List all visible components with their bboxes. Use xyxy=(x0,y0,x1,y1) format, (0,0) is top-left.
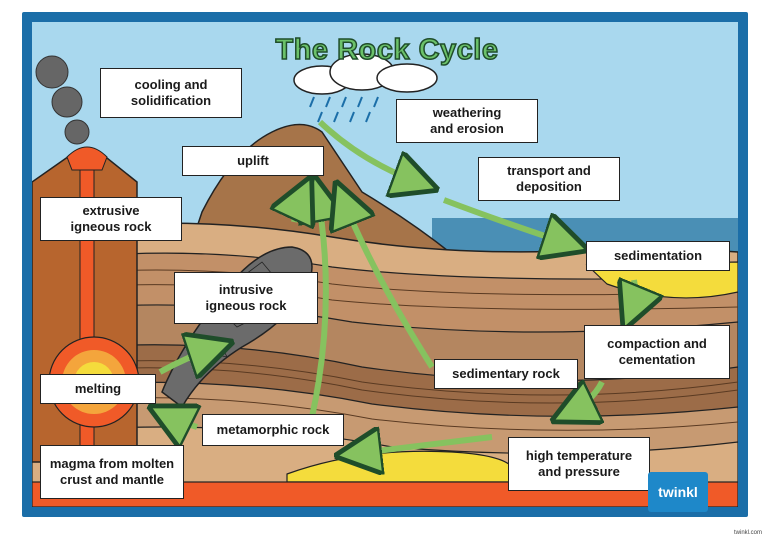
label-transport-and-deposition: transport and deposition xyxy=(478,157,620,201)
brand-logo-text: twinkl xyxy=(658,484,698,500)
brand-logo: twinkl xyxy=(648,472,708,512)
volcano-smoke xyxy=(35,55,90,145)
rain xyxy=(309,96,379,123)
label-high-temperature-and-pressure: high temperature and pressure xyxy=(508,437,650,491)
arrow-uplift-3 xyxy=(294,192,304,222)
arrow-intrusive xyxy=(158,347,217,372)
arrow-transport xyxy=(442,197,572,245)
label-weathering-and-erosion: weathering and erosion xyxy=(396,99,538,143)
arrow-melting xyxy=(164,414,197,427)
label-metamorphic-rock: metamorphic rock xyxy=(202,414,344,446)
label-sedimentation: sedimentation xyxy=(586,241,730,271)
arrow-uplift-2 xyxy=(342,197,435,369)
cycle-arrows xyxy=(158,119,635,454)
label-sedimentary-rock: sedimentary rock xyxy=(434,359,578,389)
arrow-compaction xyxy=(567,382,605,414)
label-magma: magma from molten crust and mantle xyxy=(40,445,184,499)
arrow-weathering xyxy=(317,119,422,184)
label-extrusive-igneous-rock: extrusive igneous rock xyxy=(40,197,182,241)
lava-top xyxy=(66,146,108,171)
label-melting: melting xyxy=(40,374,156,404)
diagram-title: The Rock Cycle xyxy=(275,33,499,67)
label-cooling-and-solidification: cooling and solidification xyxy=(100,68,242,118)
arrow-sedimentation xyxy=(630,280,635,314)
label-uplift: uplift xyxy=(182,146,324,176)
arrow-uplift-1 xyxy=(312,192,326,418)
footer-credit: twinkl.com xyxy=(734,530,763,536)
label-intrusive-igneous-rock: intrusive igneous rock xyxy=(174,272,318,324)
cloud xyxy=(293,53,438,95)
label-compaction-and-cementation: compaction and cementation xyxy=(584,325,730,379)
arrow-metamorphic xyxy=(352,437,493,454)
